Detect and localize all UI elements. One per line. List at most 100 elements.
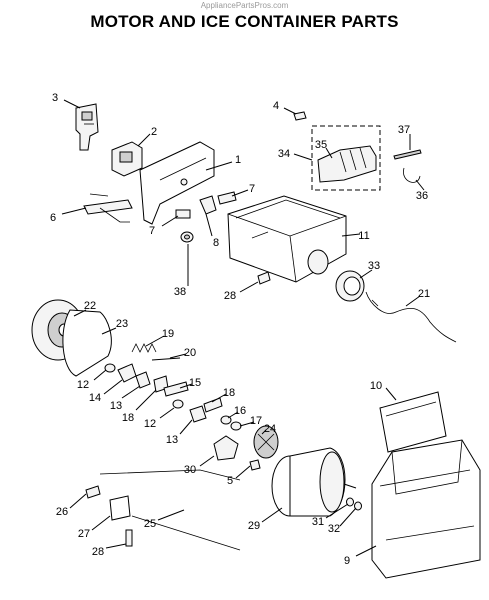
part-28-screw-upper [257, 271, 271, 285]
part-27-bracket [109, 495, 131, 521]
callout-label-34: 34 [278, 148, 290, 160]
part-13-clip-a [135, 371, 151, 389]
callout-leader-32 [339, 507, 357, 527]
part-35-icemaker [317, 145, 377, 183]
callout-label-11: 11 [358, 230, 369, 242]
callout-label-29: 29 [248, 520, 260, 532]
callout-label-31: 31 [312, 516, 324, 528]
part-29-motor [271, 447, 357, 517]
part-3-bracket [75, 103, 99, 151]
callout-label-28: 28 [224, 290, 236, 302]
callout-label-12: 12 [77, 379, 89, 391]
part-9-ice-container [371, 439, 481, 579]
callout-label-22: 22 [84, 300, 96, 312]
callout-label-13: 13 [110, 400, 122, 412]
callout-label-4: 4 [273, 100, 279, 112]
part-6-shaft [83, 193, 133, 223]
callout-leader-7 [161, 215, 179, 227]
callout-leader-3 [63, 99, 81, 109]
part-38-grommet [180, 231, 194, 243]
callout-label-16: 16 [234, 405, 246, 417]
callout-leader-34 [293, 153, 313, 161]
callout-leader-20 [169, 353, 187, 359]
callout-leader-14 [103, 379, 123, 395]
part-37-strip [393, 149, 422, 160]
callout-label-35: 35 [315, 139, 327, 151]
callout-leader-24 [261, 429, 267, 435]
callout-label-3: 3 [52, 92, 58, 104]
callout-label-7: 7 [249, 183, 255, 195]
watermark: AppliancePartsPros.com [200, 1, 289, 10]
callout-label-7: 7 [149, 225, 155, 237]
callout-label-13: 13 [166, 434, 178, 446]
callout-leader-33 [359, 269, 373, 279]
part-34-icemaker-assembly [311, 125, 381, 191]
callout-leader-1 [205, 161, 233, 171]
callout-leader-9 [355, 545, 377, 557]
callout-leader-13 [121, 385, 141, 399]
part-32-nut [354, 501, 362, 511]
callout-label-9: 9 [344, 555, 350, 567]
part-30-bracket [213, 435, 239, 461]
callout-label-12: 12 [144, 418, 156, 430]
callout-label-23: 23 [116, 318, 128, 330]
callout-label-32: 32 [328, 523, 340, 535]
part-8-clip [199, 195, 217, 215]
part-19-spring [131, 343, 157, 353]
callout-leader-11 [341, 233, 361, 237]
callout-leader-17 [239, 421, 255, 427]
part-11-housing [227, 195, 347, 283]
callout-leader-35 [325, 147, 333, 159]
callout-leader-7 [231, 189, 249, 197]
part-25-panel [99, 469, 241, 551]
part-17-nut [230, 421, 242, 431]
callout-label-19: 19 [162, 328, 174, 340]
callout-label-17: 17 [250, 415, 262, 427]
part-7-screw-b [217, 191, 237, 205]
part-21-wire-harness [365, 291, 457, 343]
callout-leader-25 [157, 509, 185, 521]
part-12-washer-a [104, 363, 116, 373]
part-36-wire [403, 167, 421, 183]
callout-label-30: 30 [184, 464, 196, 476]
callout-leader-28 [105, 543, 127, 549]
part-24-impeller [253, 425, 279, 459]
part-4-fastener [293, 111, 307, 121]
callout-leader-19 [145, 335, 165, 347]
callout-label-2: 2 [151, 126, 157, 138]
callout-leader-10 [385, 387, 397, 401]
part-7-screw-a [175, 209, 191, 219]
callout-leader-29 [261, 507, 283, 523]
part-1-mounting-plate [139, 141, 215, 225]
part-2-switch-bracket [111, 141, 143, 177]
callout-label-38: 38 [174, 286, 186, 298]
part-33-ring [335, 270, 365, 302]
callout-label-21: 21 [418, 288, 430, 300]
callout-leader-36 [415, 179, 425, 191]
callout-leader-8 [205, 213, 213, 237]
callout-leader-22 [73, 309, 87, 317]
part-15-lever [163, 381, 189, 397]
part-12-washer-b [172, 399, 184, 409]
callout-leader-12 [159, 407, 175, 419]
part-26-screw [85, 485, 101, 499]
part-28-screw-lower [125, 529, 133, 547]
callout-leader-13 [179, 419, 193, 435]
callout-leader-18 [135, 389, 157, 411]
callout-layer: 1234567789101112121313141516171818192021… [50, 92, 430, 567]
callout-label-6: 6 [50, 212, 56, 224]
callout-label-14: 14 [89, 392, 101, 404]
callout-leader-2 [137, 133, 151, 147]
part-31-washer [346, 497, 354, 507]
callout-label-25: 25 [144, 518, 156, 530]
callout-leader-30 [199, 455, 215, 467]
callout-label-33: 33 [368, 260, 380, 272]
part-13-clip-b [189, 405, 207, 423]
part-5-spacer [249, 459, 261, 471]
callout-leader-27 [91, 515, 111, 531]
callout-label-8: 8 [213, 237, 219, 249]
part-23-cover-plate [62, 309, 112, 377]
callout-label-15: 15 [189, 377, 201, 389]
callout-label-5: 5 [227, 475, 233, 487]
